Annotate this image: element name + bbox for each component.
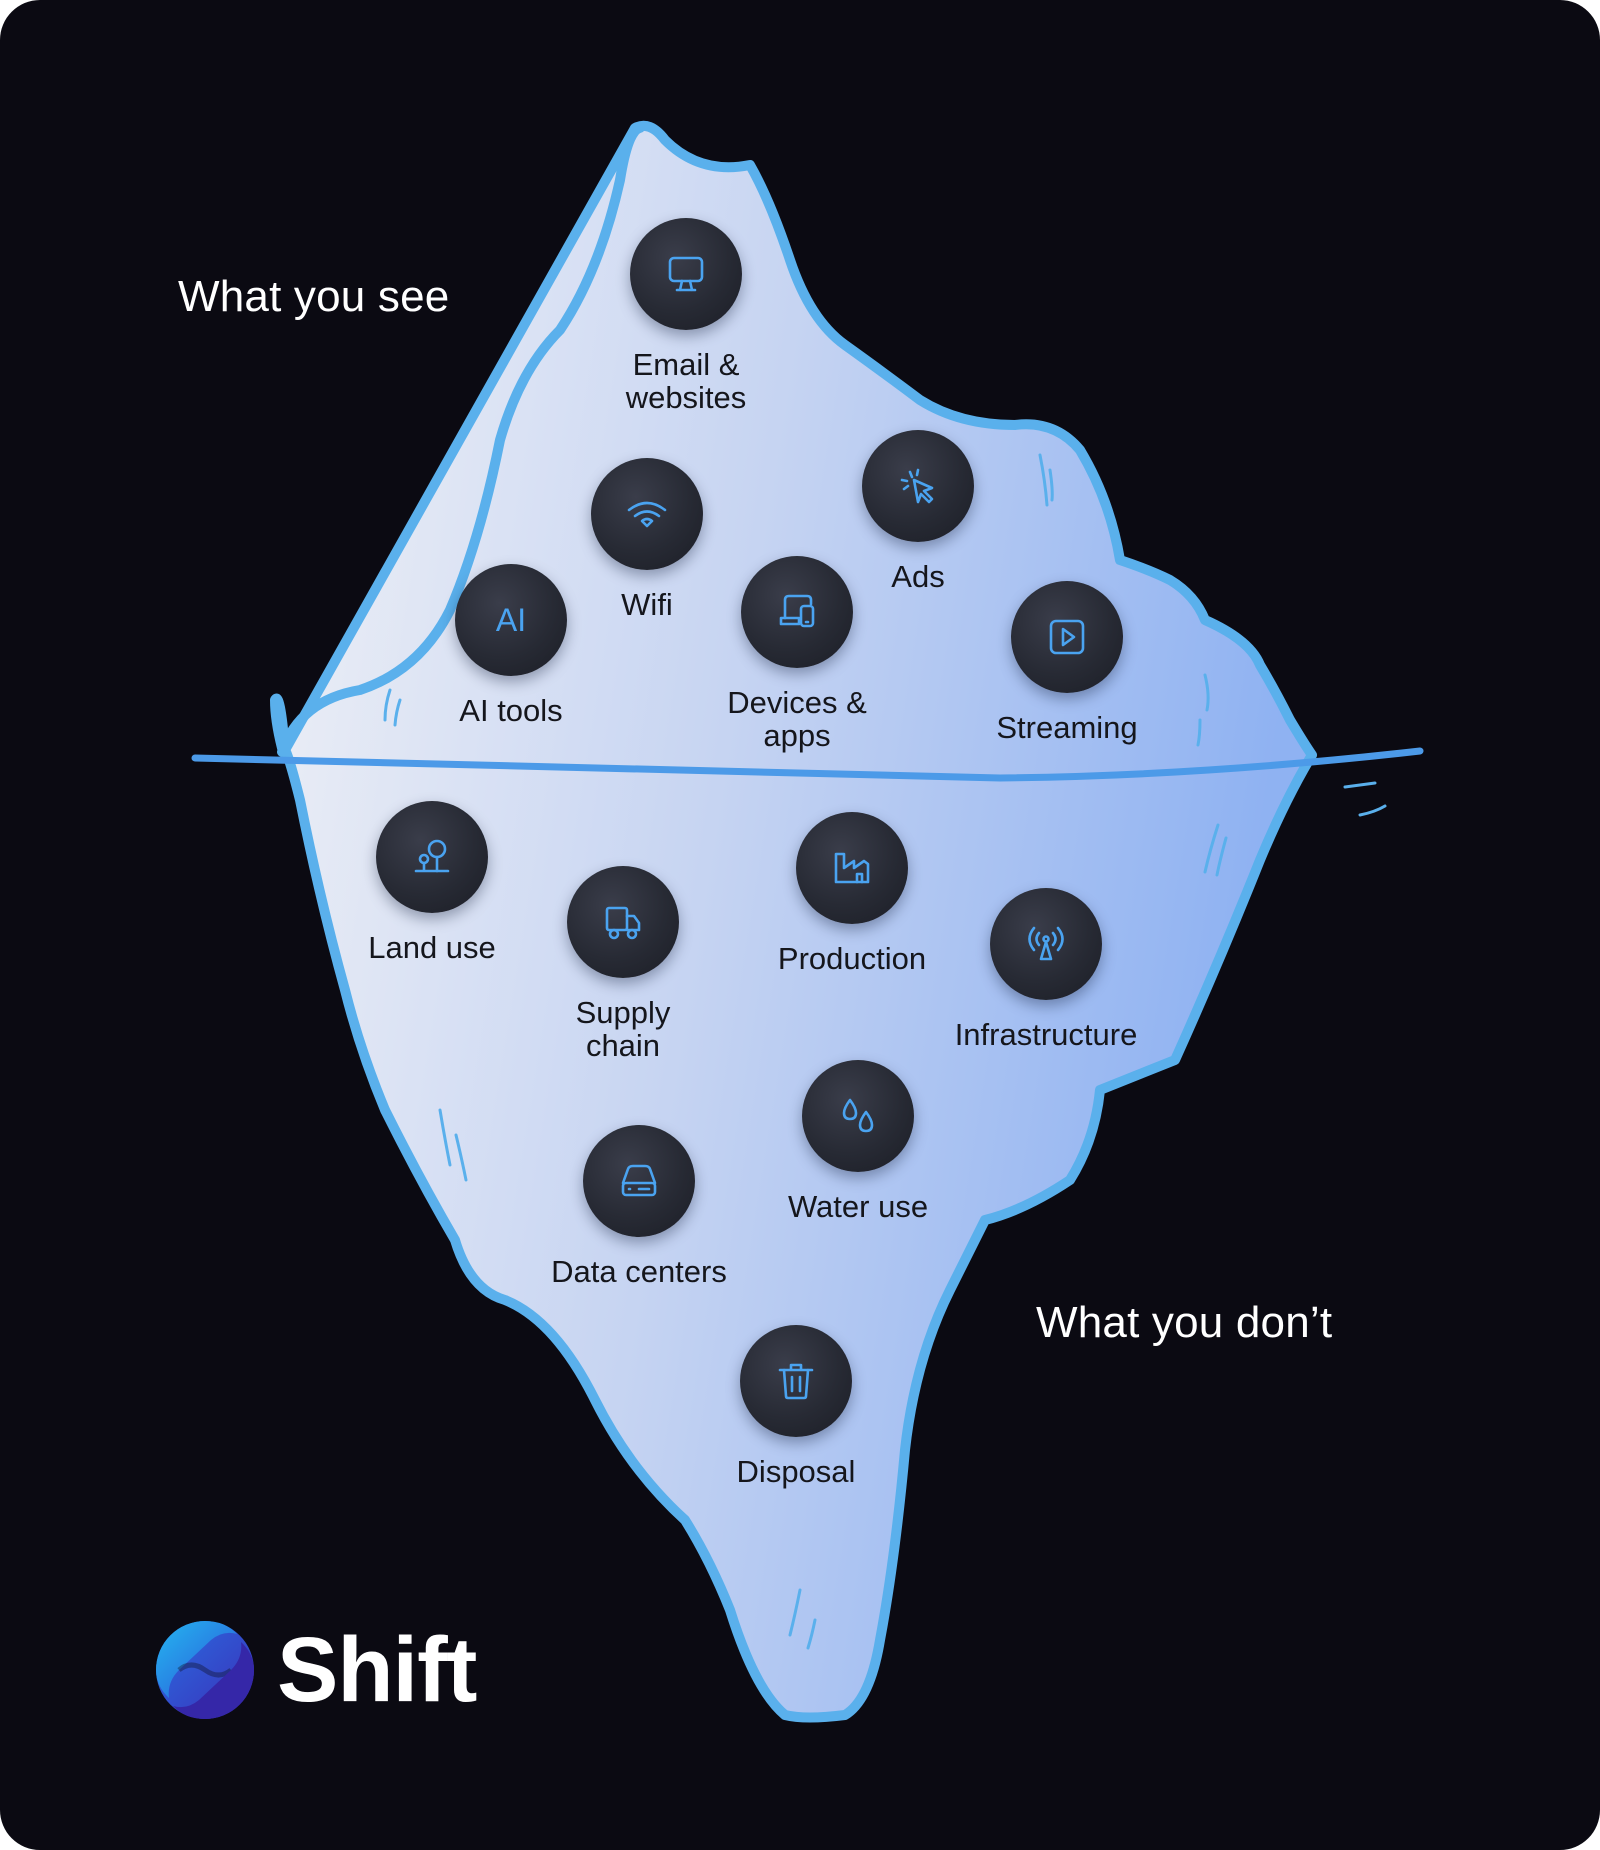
node-ads: Ads [798, 430, 1038, 593]
wifi-icon [627, 501, 667, 528]
sketch-marks [383, 453, 1387, 1650]
factory-icon [834, 852, 870, 884]
streaming-bubble [1011, 581, 1123, 693]
node-data-centers: Data centers [519, 1125, 759, 1288]
brand-logo: Shift [155, 1618, 477, 1721]
node-devices-apps: Devices & apps [677, 556, 917, 752]
svg-text:AI: AI [496, 602, 526, 638]
node-wifi: Wifi [527, 458, 767, 621]
data-centers-label: Data centers [551, 1254, 727, 1289]
node-ai-tools: AI AI tools [391, 564, 631, 727]
supply-chain-label: Supply chain [575, 995, 671, 1063]
ads-label: Ads [891, 559, 945, 594]
infrastructure-bubble [990, 888, 1102, 1000]
wifi-bubble [591, 458, 703, 570]
cursor-click-icon [900, 468, 934, 504]
brand-name: Shift [277, 1618, 477, 1721]
land-use-label: Land use [368, 930, 496, 965]
antenna-icon [1028, 926, 1064, 961]
email-bubble [630, 218, 742, 330]
wifi-label: Wifi [621, 587, 673, 622]
supply-bubble [567, 866, 679, 978]
ads-bubble [862, 430, 974, 542]
shift-logo-icon [156, 1621, 254, 1719]
node-water-use: Water use [738, 1060, 978, 1223]
devices-icon [779, 594, 815, 628]
server-icon [621, 1164, 657, 1197]
node-streaming: Streaming [947, 581, 1187, 744]
email-websites-label: Email & websites [625, 347, 747, 415]
disposal-bubble [740, 1325, 852, 1437]
node-infrastructure: Infrastructure [926, 888, 1166, 1051]
node-email-websites: Email & websites [566, 218, 806, 414]
truck-icon [605, 906, 641, 940]
node-land-use: Land use [312, 801, 552, 964]
tree-icon [414, 839, 450, 873]
datacenters-bubble [583, 1125, 695, 1237]
iceberg-left-contour [277, 123, 645, 757]
water-bubble [802, 1060, 914, 1172]
node-production: Production [732, 812, 972, 975]
monitor-icon [668, 256, 704, 292]
devices-bubble [741, 556, 853, 668]
disposal-label: Disposal [736, 1454, 856, 1489]
waterline [191, 747, 1424, 782]
production-label: Production [777, 941, 927, 976]
production-bubble [796, 812, 908, 924]
what-you-see-heading: What you see [178, 272, 450, 321]
node-disposal: Disposal [676, 1325, 916, 1488]
streaming-label: Streaming [996, 710, 1138, 745]
ai-bubble: AI [455, 564, 567, 676]
devices-apps-label: Devices & apps [727, 685, 867, 753]
node-supply-chain: Supply chain [503, 866, 743, 1062]
infrastructure-label: Infrastructure [954, 1017, 1138, 1052]
what-you-dont-heading: What you don’t [1036, 1298, 1333, 1347]
water-use-label: Water use [787, 1189, 929, 1224]
play-icon [1049, 619, 1085, 655]
land-bubble [376, 801, 488, 913]
water-drops-icon [842, 1098, 874, 1133]
trash-icon [778, 1363, 814, 1400]
ai-tools-label: AI tools [459, 693, 563, 728]
ai-icon: AI [496, 602, 526, 638]
iceberg-shape [270, 120, 1317, 1723]
